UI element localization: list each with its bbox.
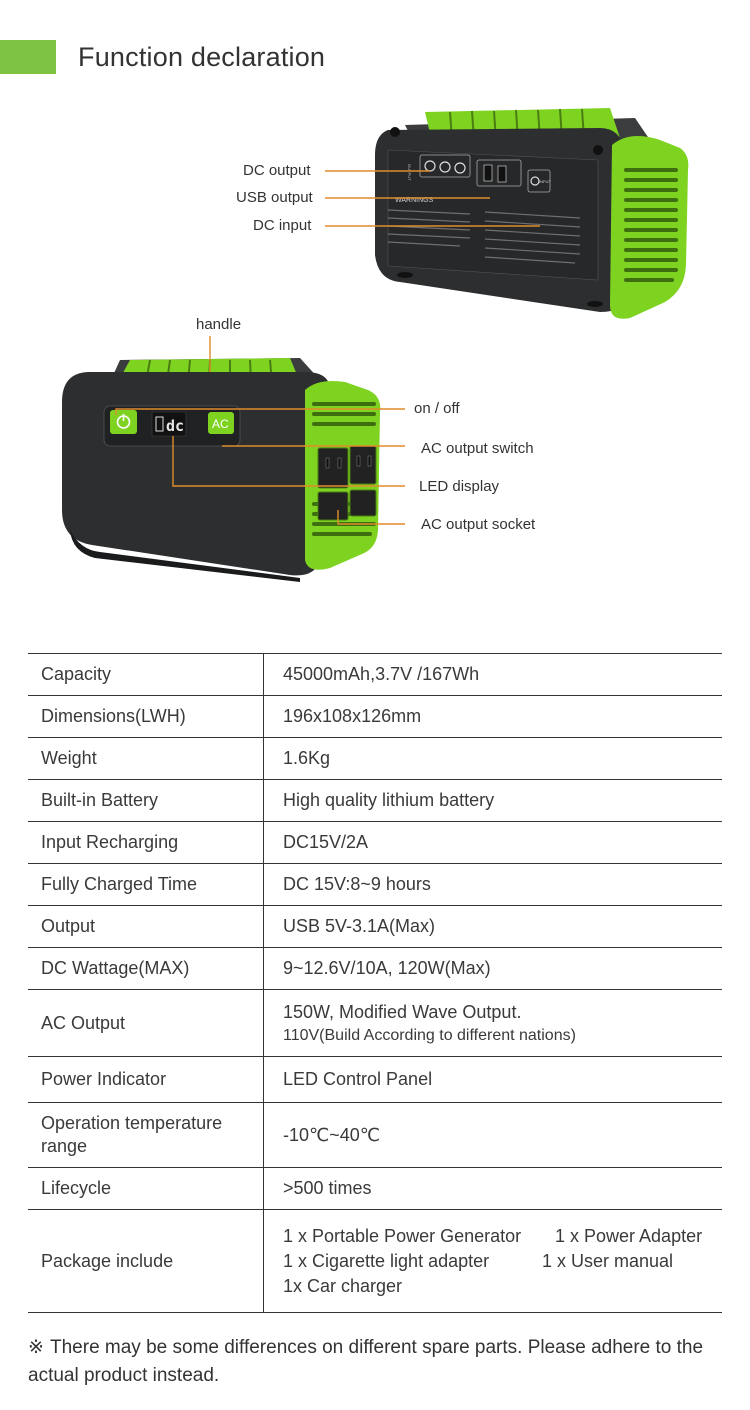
table-row: Power Indicator LED Control Panel — [28, 1056, 722, 1103]
table-row: Dimensions(LWH) 196x108x126mm — [28, 695, 722, 738]
spec-key: Capacity — [28, 653, 264, 696]
page-title: Function declaration — [78, 42, 326, 72]
spec-value: >500 times — [263, 1167, 722, 1210]
label-ac-output-socket: AC output socket — [421, 516, 536, 533]
spec-value: 9~12.6V/10A, 120W(Max) — [263, 947, 722, 990]
label-dc-output: DC output — [243, 162, 311, 179]
spec-key: AC Output — [28, 989, 264, 1057]
spec-key: Package include — [28, 1209, 264, 1313]
label-ac-output-switch: AC output switch — [421, 440, 534, 457]
package-item: 1 x Cigarette light adapter — [283, 1250, 490, 1271]
spec-key: Built-in Battery — [28, 779, 264, 822]
table-row: Fully Charged Time DC 15V:8~9 hours — [28, 863, 722, 906]
spec-key: DC Wattage(MAX) — [28, 947, 264, 990]
table-row: DC Wattage(MAX) 9~12.6V/10A, 120W(Max) — [28, 947, 722, 990]
device-illustration: INPUT OUTPUT WARNINGS — [62, 108, 689, 582]
table-row: Operation temperature range -10℃~40℃ — [28, 1102, 722, 1168]
spec-value: USB 5V-3.1A(Max) — [263, 905, 722, 948]
table-row: Weight 1.6Kg — [28, 737, 722, 780]
spec-key: Input Recharging — [28, 821, 264, 864]
product-diagram: INPUT OUTPUT WARNINGS — [0, 90, 750, 610]
label-on-off: on / off — [414, 400, 460, 417]
spec-key: Fully Charged Time — [28, 863, 264, 906]
package-item: 1 x Portable Power Generator — [283, 1225, 522, 1246]
table-row: Output USB 5V-3.1A(Max) — [28, 905, 722, 948]
reference-mark: ※ — [28, 1337, 44, 1358]
svg-text:WARNINGS: WARNINGS — [395, 197, 434, 204]
table-row: AC Output 150W, Modified Wave Output. 11… — [28, 989, 722, 1057]
table-row: Input Recharging DC15V/2A — [28, 821, 722, 864]
spec-value-subline: 110V(Build According to different nation… — [283, 1026, 576, 1044]
spec-value: 150W, Modified Wave Output. 110V(Build A… — [263, 989, 722, 1057]
svg-text:OUTPUT: OUTPUT — [407, 164, 412, 181]
table-row: Capacity 45000mAh,3.7V /167Wh — [28, 653, 722, 696]
spec-value: DC15V/2A — [263, 821, 722, 864]
table-row: Lifecycle >500 times — [28, 1167, 722, 1210]
device-front-view: dc AC — [62, 358, 381, 582]
label-handle: handle — [196, 316, 242, 333]
spec-key: Operation temperature range — [28, 1102, 264, 1168]
spec-value: LED Control Panel — [263, 1056, 722, 1103]
package-list: 1 x Portable Power Generator 1 x Power Ad… — [263, 1209, 722, 1313]
svg-text:INPUT: INPUT — [539, 179, 552, 184]
package-item: 1 x User manual — [542, 1250, 674, 1271]
spec-key: Output — [28, 905, 264, 948]
device-back-view: INPUT OUTPUT WARNINGS — [375, 108, 689, 319]
package-item: 1 x Power Adapter — [555, 1225, 703, 1246]
spec-value: -10℃~40℃ — [263, 1102, 722, 1168]
label-dc-input: DC input — [253, 217, 312, 234]
spec-table: Capacity 45000mAh,3.7V /167Wh Dimensions… — [28, 653, 722, 1313]
label-usb-output: USB output — [236, 189, 313, 206]
spec-key: Weight — [28, 737, 264, 780]
table-row: Package include 1 x Portable Power Gener… — [28, 1209, 722, 1313]
svg-text:dc: dc — [166, 417, 184, 435]
footnote-text: There may be some differences on differe… — [28, 1337, 704, 1386]
leader-lines — [115, 170, 540, 525]
svg-text:AC: AC — [212, 417, 229, 431]
spec-value: High quality lithium battery — [263, 779, 722, 822]
package-item: 1x Car charger — [283, 1275, 403, 1296]
table-row: Built-in Battery High quality lithium ba… — [28, 779, 722, 822]
spec-value: 45000mAh,3.7V /167Wh — [263, 653, 722, 696]
footnote: ※There may be some differences on differ… — [28, 1334, 728, 1390]
spec-value: 1.6Kg — [263, 737, 722, 780]
spec-value: DC 15V:8~9 hours — [263, 863, 722, 906]
spec-key: Dimensions(LWH) — [28, 695, 264, 738]
spec-value: 196x108x126mm — [263, 695, 722, 738]
header-accent-bar — [0, 40, 56, 74]
spec-key: Lifecycle — [28, 1167, 264, 1210]
spec-key: Power Indicator — [28, 1056, 264, 1103]
spec-value-line: 150W, Modified Wave Output. — [283, 1001, 522, 1022]
label-led-display: LED display — [419, 478, 500, 495]
